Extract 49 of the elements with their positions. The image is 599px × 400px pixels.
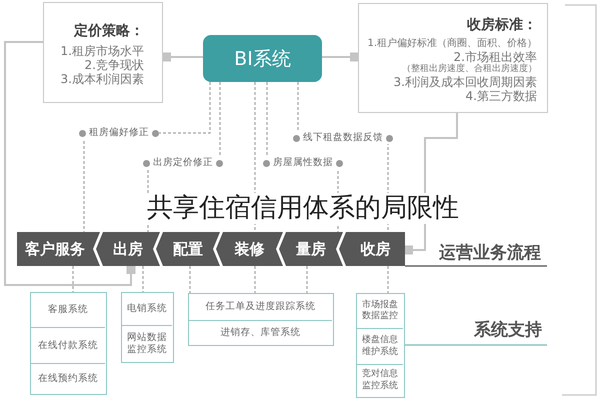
list-item: 2.市场租出效率	[454, 50, 537, 64]
system-item: 楼盘信息维护系统	[357, 329, 403, 365]
panel-heading: 定价策略：	[74, 23, 144, 40]
dashed-connector	[142, 266, 144, 292]
system-group	[30, 292, 107, 395]
overlay-title: 共享住宿信用体系的局限性	[145, 193, 461, 224]
list-item: 1.租房市场水平	[60, 44, 144, 58]
process-step: 配置	[156, 232, 220, 266]
section-label: 系统支持	[474, 320, 542, 340]
process-step: 客户服务	[17, 232, 100, 266]
system-item: 网站数据监控系统	[122, 326, 172, 361]
list-item: 1.租户偏好标准（商圈、面积、价格）	[367, 38, 537, 50]
connector-line	[4, 41, 136, 286]
dashed-connector	[72, 266, 74, 292]
list-item: 4.第三方数据	[466, 89, 537, 104]
process-step: 收房	[339, 232, 405, 266]
list-item: 3.利润及成本回收周期因素	[394, 74, 537, 90]
connector-line	[322, 52, 358, 62]
process-step: 量房	[279, 232, 343, 266]
edge-label: 线下租盘数据反馈	[303, 132, 383, 144]
system-item: 进销存、库管系统	[189, 321, 332, 344]
system-item: 电销系统	[122, 293, 172, 326]
system-item: 在线预约系统	[31, 364, 105, 393]
system-group	[121, 292, 174, 363]
list-item: （整租出房速度、合租出房速度）	[402, 64, 537, 75]
system-item: 客服系统	[31, 293, 105, 328]
system-item: 市场报盘数据监控	[357, 294, 403, 329]
connector-line	[163, 52, 203, 62]
process-step: 装修	[216, 232, 283, 266]
system-group	[356, 293, 405, 398]
list-item: 2.竞争现状	[84, 58, 144, 72]
dashed-connector	[189, 266, 191, 293]
system-item: 任务工单及进度跟踪系统	[189, 294, 332, 321]
edge-label: 租房偏好修正	[89, 127, 149, 139]
system-block: BI系统	[203, 35, 322, 82]
dashed-connector	[254, 266, 256, 293]
edge-label: 出房定价修正	[153, 157, 213, 169]
info-panel	[43, 2, 163, 103]
dashed-connector	[387, 266, 389, 293]
dashed-connector	[306, 266, 308, 293]
info-panel	[358, 3, 548, 113]
list-item: 3.成本利润因素	[60, 72, 144, 87]
system-group	[188, 293, 334, 346]
section-label: 运营业务流程	[439, 243, 541, 264]
process-step: 出房	[96, 232, 160, 266]
system-item: 竞对信息监控系统	[357, 365, 403, 396]
system-item: 在线付款系统	[31, 328, 105, 364]
panel-heading: 收房标准：	[467, 17, 537, 34]
edge-label: 房屋属性数据	[273, 157, 333, 169]
